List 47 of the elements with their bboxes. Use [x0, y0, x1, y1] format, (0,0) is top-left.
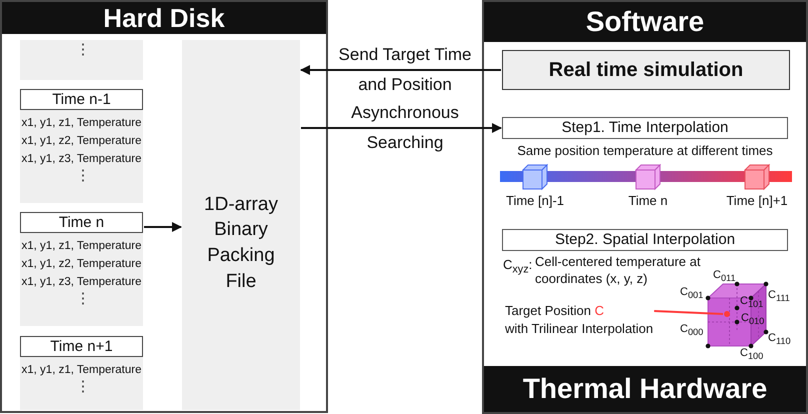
edge-label: Asynchronous Searching — [350, 102, 460, 154]
arrow — [301, 123, 502, 133]
data-row-text: x1, y1, z3, Temperature — [20, 152, 142, 167]
data-block — [20, 89, 143, 203]
corner-label: C$_{111}$ — [768, 288, 790, 306]
simulation-box: Real time simulation — [502, 50, 790, 90]
corner-label: C$_{011}$ — [713, 268, 736, 286]
step-heading: Step1. Time Interpolation — [502, 117, 788, 139]
data-block — [20, 212, 143, 326]
record-heading: Time n — [20, 212, 143, 233]
leader-line — [654, 310, 724, 315]
ellipsis-mark: ⋮ — [76, 291, 88, 307]
panel-title: Software — [584, 5, 706, 39]
corner-label: C$_{010}$ — [741, 311, 764, 328]
corner-label: C$_{100}$ — [740, 346, 764, 364]
record-heading: Time n+1 — [20, 336, 143, 357]
data-row-text: x1, y1, z1, Temperature — [20, 363, 142, 378]
ellipsis-mark: ⋮ — [76, 168, 88, 184]
panel — [0, 0, 328, 413]
data-row-text: x1, y1, z2, Temperature — [20, 134, 142, 149]
data-row-text: x1, y1, z3, Temperature — [20, 275, 142, 290]
time-label: Time [n]+1 — [725, 193, 789, 210]
step-heading: Step2. Spatial Interpolation — [502, 229, 788, 251]
caption-text: Same position temperature at different times — [516, 143, 774, 160]
panel — [482, 0, 808, 414]
data-row-text: x1, y1, z1, Temperature — [20, 116, 142, 131]
ellipsis-mark: ⋮ — [76, 42, 88, 58]
arrow — [144, 222, 182, 232]
time-label: Time n — [627, 193, 669, 210]
record-heading: Time n-1 — [20, 89, 143, 110]
symbol-label: C$_{xyz}$: — [503, 257, 532, 277]
arrow — [300, 65, 501, 75]
time-label: Time [n]-1 — [504, 193, 566, 210]
section-band: Thermal Hardware — [484, 366, 806, 412]
ellipsis-mark: ⋮ — [76, 379, 88, 395]
edge-label: Send Target Time and Position — [338, 44, 472, 96]
data-row-text: x1, y1, z2, Temperature — [20, 257, 142, 272]
corner-label: C$_{110}$ — [768, 331, 791, 348]
corner-label: C$_{000}$ — [680, 322, 704, 340]
annotation-text: Target Position C with Trilinear Interpolation — [505, 302, 654, 338]
description-text: Cell-centered temperature at coordinates (x, y, z) — [535, 254, 702, 287]
corner-label: C$_{001}$ — [680, 285, 704, 302]
panel-title: Hard Disk — [102, 2, 226, 34]
data-block — [20, 336, 143, 410]
corner-label: C$_{101}$ — [740, 294, 764, 312]
data-row-text: x1, y1, z1, Temperature — [20, 239, 142, 254]
file-block: 1D-array Binary Packing File — [182, 40, 300, 410]
